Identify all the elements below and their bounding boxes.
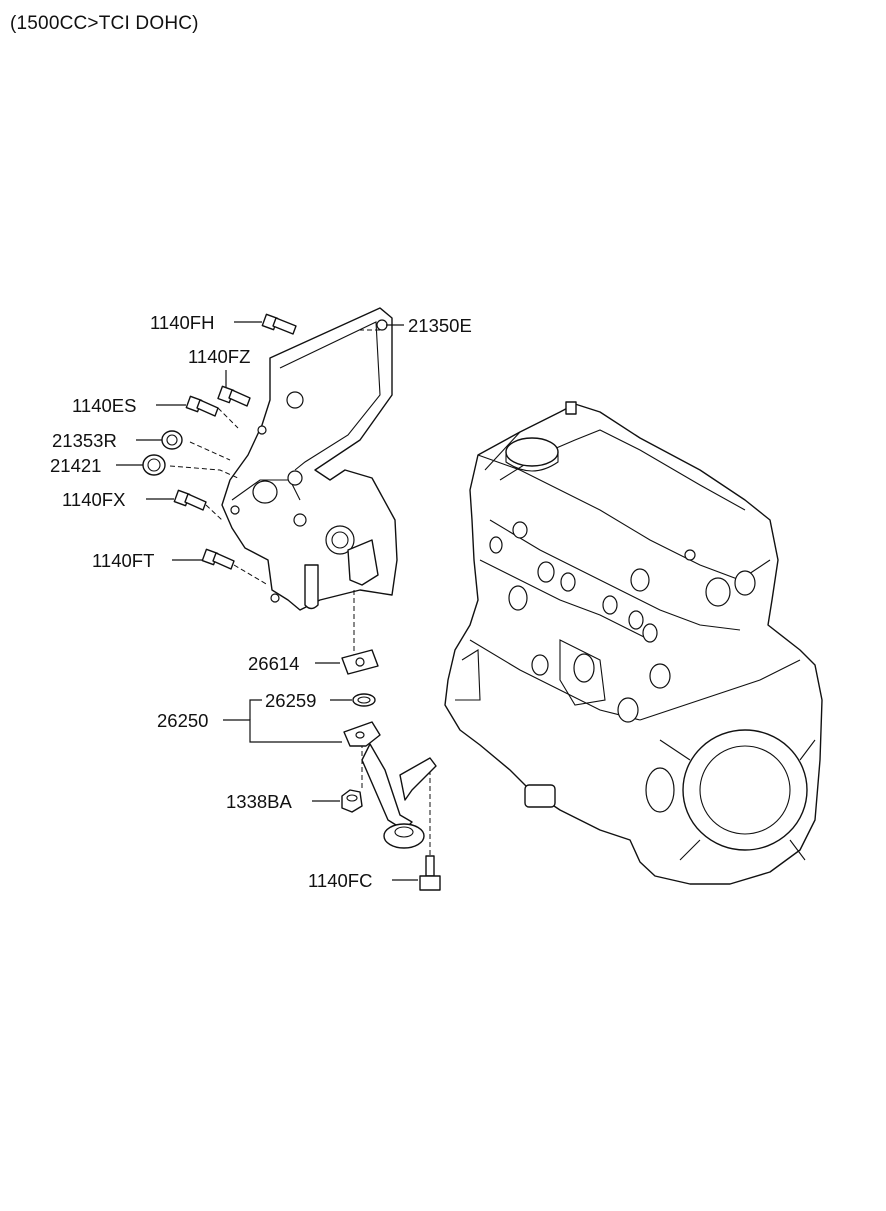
bolt-1140FT-icon	[201, 548, 235, 570]
bolt-1140FC-icon	[419, 855, 441, 891]
callout-1140FT: 1140FT	[92, 550, 154, 571]
nut-1338BA-icon	[341, 789, 363, 813]
callout-26259: 26259	[265, 690, 316, 711]
callout-21353R: 21353R	[52, 430, 117, 451]
callout-26250: 26250	[157, 710, 208, 731]
engine-spec-title: (1500CC>TCI DOHC)	[10, 13, 199, 34]
o-ring-26259-icon	[352, 693, 376, 707]
callout-1338BA: 1338BA	[226, 791, 292, 812]
callout-1140FX: 1140FX	[62, 489, 125, 510]
gasket-26614-icon	[341, 649, 379, 675]
gasket-21421-icon	[142, 454, 166, 476]
seal-21353R-icon	[161, 430, 183, 450]
leader-lines	[116, 321, 418, 881]
bolt-1140FZ-icon	[217, 385, 251, 407]
callout-21421: 21421	[50, 455, 101, 476]
bolt-1140ES-icon	[185, 395, 219, 417]
callout-26614: 26614	[248, 653, 299, 674]
callout-1140FZ: 1140FZ	[188, 346, 250, 367]
bolt-1140FH-icon	[261, 313, 297, 335]
timing-cover-illustration	[221, 307, 398, 611]
oil-strainer-26250-icon	[343, 721, 437, 849]
callout-1140FC: 1140FC	[308, 870, 372, 891]
callout-1140ES: 1140ES	[72, 395, 136, 416]
callout-1140FH: 1140FH	[150, 312, 214, 333]
engine-block-illustration	[444, 401, 823, 885]
callout-21350E: 21350E	[408, 315, 472, 336]
bolt-1140FX-icon	[173, 489, 207, 511]
